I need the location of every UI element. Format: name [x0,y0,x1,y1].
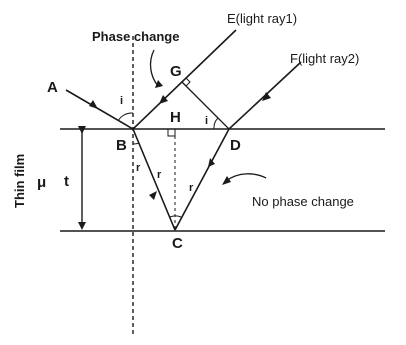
point-d-label: D [230,137,241,154]
phase-change-pointer [149,49,159,87]
angle-r-left-of-c: r [157,169,162,181]
thin-film-label: Thin film [12,154,27,208]
no-phase-change-pointer [225,173,267,182]
point-g-label: G [170,63,182,80]
point-c-label: C [172,235,183,252]
refracted-ray-down [132,128,176,231]
phase-change-pointer-head [155,80,163,88]
phase-change-label: Phase change [92,29,179,44]
reflected-ray-1 [132,29,237,130]
perpendicular-g-d [181,81,230,130]
no-phase-change-label: No phase change [252,194,354,209]
refracted-ray-down-arrow [149,191,157,200]
angle-r-at-b: r [136,162,141,174]
refracted-ray-up-arrow [208,158,215,167]
incident-ray [65,89,134,130]
refracted-ray-up [174,128,230,231]
angle-i-at-b: i [120,95,123,107]
angle-arc-b-refraction [132,142,140,145]
ray-f-label: F(light ray2) [290,51,359,66]
emergent-ray-2-arrow [262,92,271,101]
angle-arc-d [213,117,219,130]
point-h-label: H [170,109,181,126]
angle-i-at-d: i [205,115,208,127]
angle-arc-c [169,215,182,218]
angle-r-right-of-c: r [189,182,194,194]
thickness-label: t [64,173,69,190]
incident-ray-arrow [89,100,98,109]
right-angle-g [185,77,191,87]
mu-label: μ [37,174,46,191]
point-a-label: A [47,79,58,96]
angle-arc-incidence [117,112,134,122]
ray-e-label: E(light ray1) [227,11,297,26]
reflected-ray-1-arrow [159,95,168,104]
no-phase-change-pointer-head [222,176,231,185]
right-angle-h [167,128,176,137]
point-b-label: B [116,137,127,154]
